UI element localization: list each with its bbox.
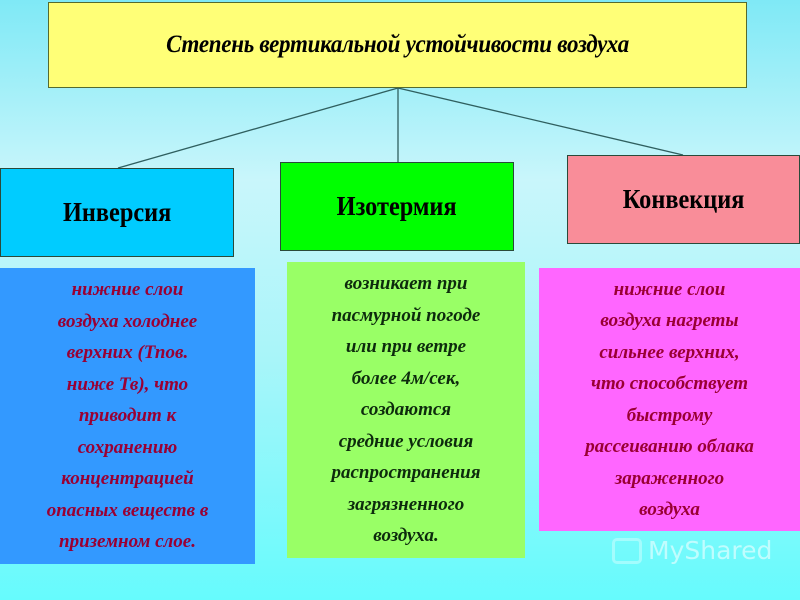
myshared-logo-icon xyxy=(612,537,642,564)
category-header-convection: Конвекция xyxy=(567,155,800,244)
category-label-convection: Конвекция xyxy=(622,184,745,214)
description-line: пасмурной погоде xyxy=(331,304,481,326)
description-line: ниже Тв), что xyxy=(66,373,189,395)
description-line: сильнее верхних, xyxy=(599,341,740,363)
description-line: создаются xyxy=(360,399,452,421)
description-line: приземном слое. xyxy=(59,531,196,553)
category-header-inversion: Инверсия xyxy=(0,168,234,257)
description-line: или при ветре xyxy=(345,336,467,358)
description-line: воздуха нагреты xyxy=(600,310,739,331)
description-line: распространения xyxy=(331,462,481,484)
description-line: загрязненного xyxy=(347,493,465,515)
description-box-convection: нижние слои воздуха нагреты сильнее верх… xyxy=(539,268,800,531)
description-line: нижние слои xyxy=(613,278,726,300)
watermark-text: MyShared xyxy=(648,536,773,565)
category-label-inversion: Инверсия xyxy=(62,197,172,227)
diagram-title-box: Степень вертикальной устойчивости воздух… xyxy=(48,2,747,88)
category-header-isothermy: Изотермия xyxy=(280,162,514,251)
category-label-isothermy: Изотермия xyxy=(337,191,457,221)
description-line: сохранению xyxy=(77,436,178,458)
description-line: средние условия xyxy=(338,430,474,452)
description-line: воздуха холоднее xyxy=(57,310,198,332)
description-line: быстрому xyxy=(626,404,713,426)
description-line: воздуха. xyxy=(373,525,439,547)
description-line: рассеиванию облака xyxy=(585,436,754,457)
description-box-inversion: нижние слои воздуха холоднее верхних (Тп… xyxy=(0,268,255,564)
description-line: приводит к xyxy=(78,405,177,427)
description-line: концентрацией xyxy=(61,468,194,490)
description-line: более 4м/сек, xyxy=(351,367,461,389)
description-box-isothermy: возникает при пасмурной погоде или при в… xyxy=(287,262,525,558)
description-line: возникает при xyxy=(344,273,468,295)
description-line: что способствует xyxy=(590,373,749,394)
description-line: верхних (Тпов. xyxy=(66,342,189,364)
description-line: зараженного xyxy=(614,467,725,489)
description-line: воздуха xyxy=(639,499,700,520)
description-line: нижние слои xyxy=(71,279,184,301)
diagram-title: Степень вертикальной устойчивости воздух… xyxy=(166,31,629,58)
watermark: MyShared xyxy=(612,536,772,565)
description-line: опасных веществ в xyxy=(46,499,209,521)
